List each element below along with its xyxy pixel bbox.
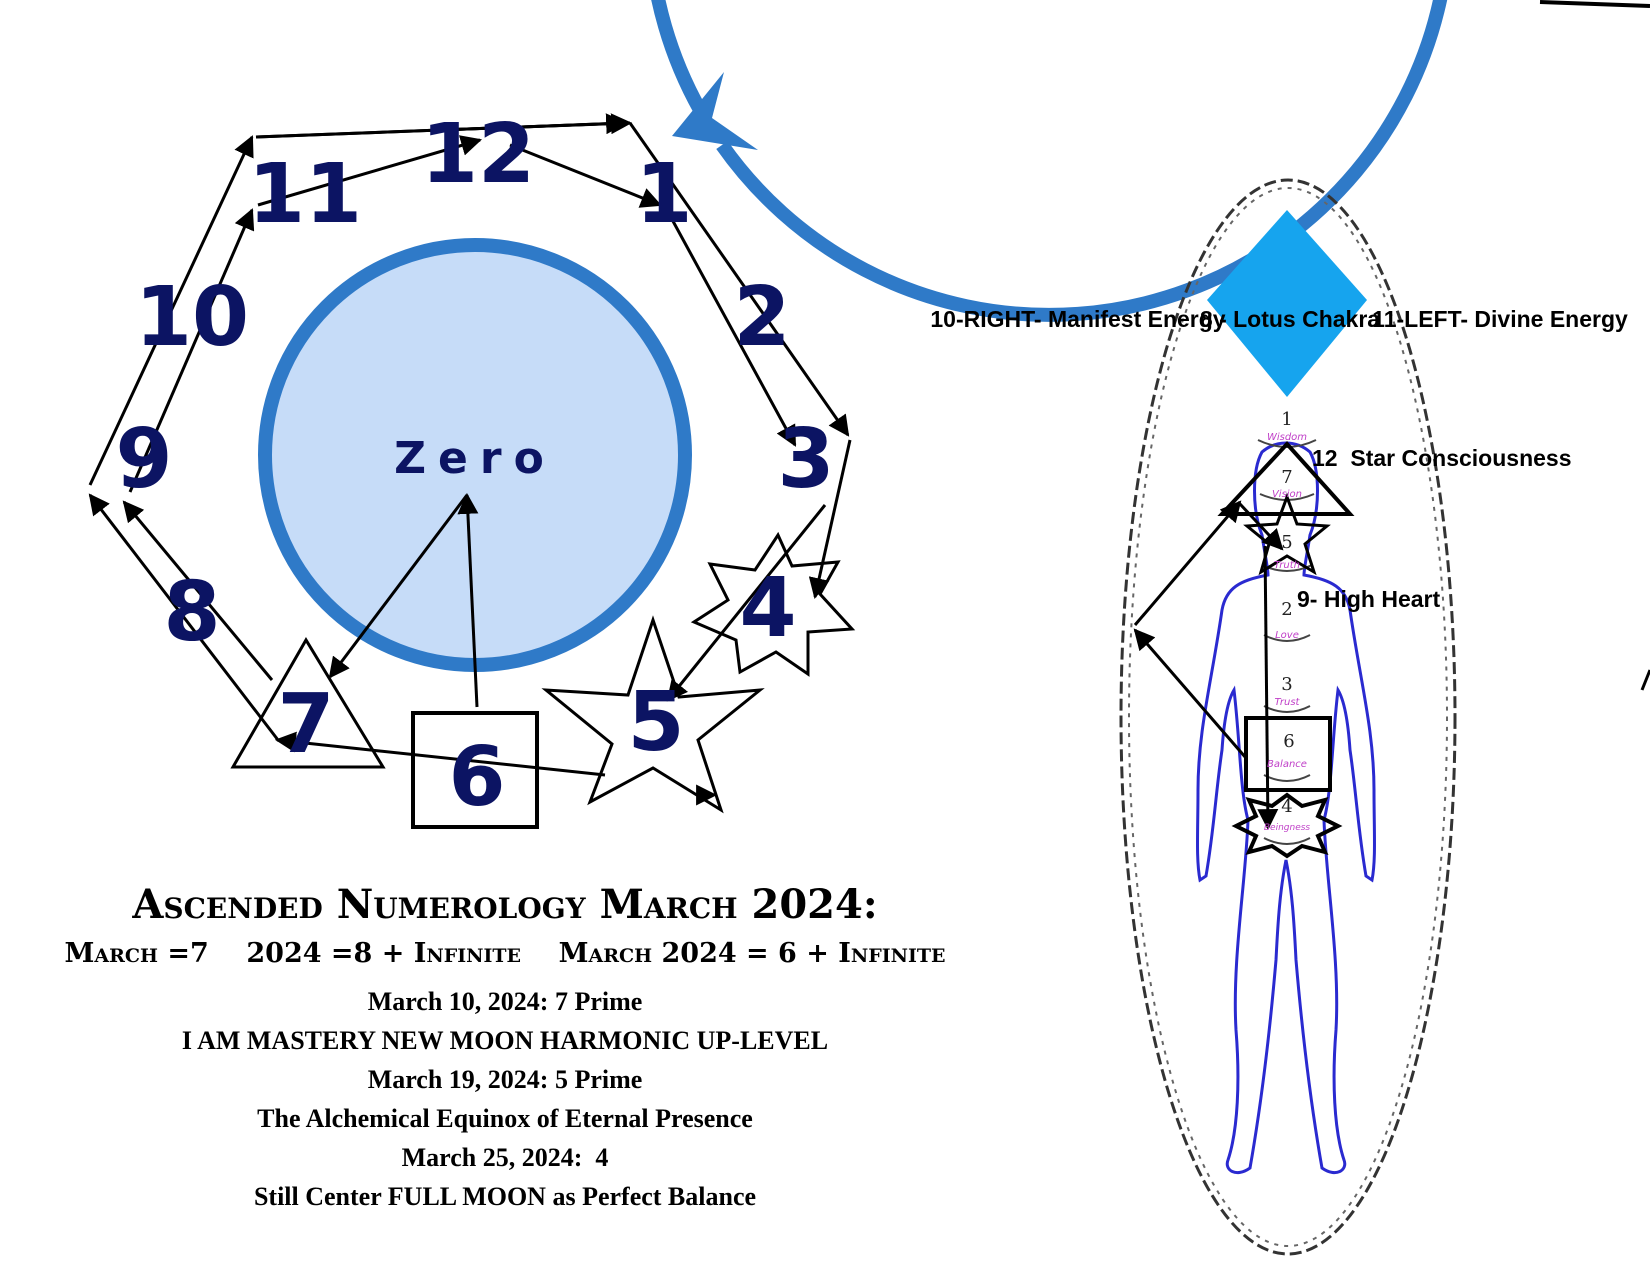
- caption-line-6: Still Center FULL MOON as Perfect Balanc…: [254, 1182, 756, 1211]
- chakra-6-word: Balance: [1267, 759, 1307, 770]
- numeral-8: 8: [163, 565, 220, 660]
- human-silhouette: [1196, 441, 1376, 1174]
- chakra-4-num: 4: [1281, 796, 1292, 817]
- numeral-9: 9: [115, 412, 172, 507]
- chakra-3-word: Trust: [1275, 697, 1301, 708]
- chakra-7-word: Vision: [1272, 489, 1302, 500]
- chakra-4-word: Beingness: [1264, 823, 1311, 833]
- label-right-manifest: 10-RIGHT- Manifest Energy: [930, 306, 1225, 332]
- lotus-diamond: [1207, 210, 1367, 397]
- label-star-consciousness: 12 Star Consciousness: [1312, 445, 1572, 471]
- numeral-10: 10: [135, 270, 249, 365]
- outer-ring: [651, 0, 1448, 322]
- chakra-7-num: 7: [1281, 467, 1292, 488]
- chakra-6-num: 6: [1283, 731, 1294, 752]
- caption-line-4: The Alchemical Equinox of Eternal Presen…: [257, 1104, 753, 1133]
- throat-star: [1243, 492, 1331, 576]
- numeral-5: 5: [627, 675, 684, 770]
- edge-arrow-mark: [1640, 669, 1650, 691]
- numerology-wheel: Zero 12 11 1 10: [88, 0, 1448, 829]
- chakra-3-num: 3: [1281, 674, 1292, 695]
- path-9-11: [128, 208, 255, 493]
- zero-label: Zero: [394, 433, 556, 484]
- path-7-9: [122, 500, 274, 681]
- balance-square: [1244, 716, 1332, 792]
- numeral-12: 12: [421, 107, 535, 202]
- path-3-5: [666, 504, 827, 702]
- arrow-left-star: [1133, 500, 1242, 626]
- path-5-7: [274, 731, 606, 777]
- numeral-3: 3: [777, 412, 834, 507]
- star-consciousness-triangle: [1217, 441, 1355, 516]
- square-6: [411, 711, 539, 829]
- body-figure: 1 Wisdom 7 Vision 5 Truth 2 Love 3 Trust…: [930, 178, 1628, 1256]
- path-zero-7: [328, 494, 469, 679]
- numeral-11: 11: [248, 147, 362, 242]
- path-10-11: [88, 135, 254, 486]
- aura-outer: [1119, 178, 1457, 1256]
- path-1-3: [666, 211, 797, 447]
- caption-line-5: March 25, 2024: 4: [402, 1143, 609, 1172]
- corner-stroke: [1539, 0, 1650, 8]
- path-6-zero: [457, 492, 479, 708]
- label-high-heart: 9- High Heart: [1297, 586, 1440, 612]
- caption-line-1: March 10, 2024: 7 Prime: [368, 987, 643, 1016]
- path-12b-2: [628, 122, 850, 437]
- ring-arrowhead-icon: [672, 72, 758, 150]
- path-2-4: [808, 439, 852, 600]
- numeral-4: 4: [739, 561, 796, 656]
- triangle-7: [230, 637, 386, 769]
- chakra-5-num: 5: [1281, 532, 1292, 553]
- label-left-divine: 11-LEFT- Divine Energy: [1372, 306, 1628, 332]
- caption-title: Ascended Numerology March 2024:: [131, 881, 877, 928]
- numeral-6: 6: [448, 730, 505, 825]
- chakra-1-num: 1: [1281, 409, 1292, 430]
- star-5: [541, 615, 765, 814]
- chakra-5-word: Truth: [1274, 560, 1300, 571]
- caption-block: Ascended Numerology March 2024: March =7…: [64, 881, 945, 1211]
- aura-inner: [1128, 187, 1448, 1247]
- numeral-1: 1: [635, 147, 692, 242]
- beingness-heptagram: [1231, 792, 1343, 859]
- numeral-2: 2: [733, 270, 790, 365]
- path-12-1: [509, 143, 662, 208]
- path-8-10: [88, 493, 280, 741]
- arrow-star-down: [1257, 545, 1279, 831]
- label-lotus-chakra: 8 - Lotus Chakra: [1200, 306, 1380, 332]
- arrow-balance-left: [1133, 628, 1248, 759]
- heptagram-4: [690, 531, 856, 677]
- chakra-1-word: Wisdom: [1267, 432, 1307, 443]
- numeral-7: 7: [277, 677, 334, 772]
- caption-line-2: I AM MASTERY NEW MOON HARMONIC UP-LEVEL: [182, 1026, 828, 1055]
- chakra-2-num: 2: [1281, 599, 1292, 620]
- path-11-12: [257, 135, 483, 207]
- chakra-2-word: Love: [1275, 630, 1299, 641]
- arrow-cross: [1238, 502, 1284, 551]
- path-top-line: [255, 121, 626, 139]
- caption-subtitle: March =7 2024 =8 + Infinite March 2024 =…: [64, 938, 945, 969]
- caption-line-3: March 19, 2024: 5 Prime: [368, 1065, 643, 1094]
